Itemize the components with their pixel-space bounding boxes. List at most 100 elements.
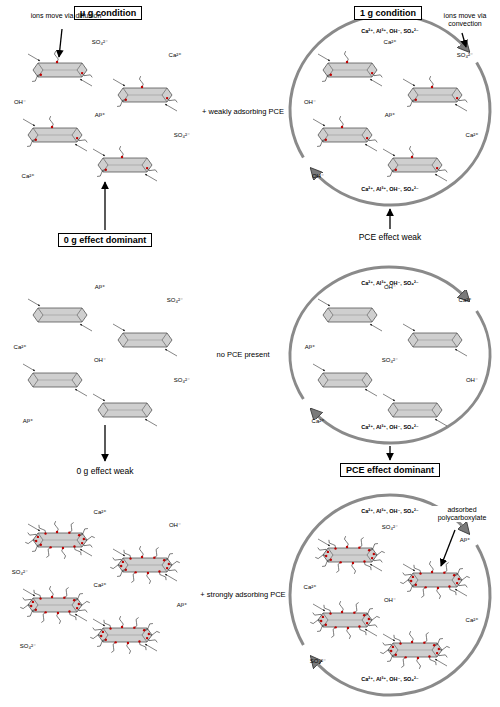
effect-text: 0 g effect weak [76, 467, 133, 477]
polymer-chain [372, 73, 382, 77]
polymer-chain [144, 624, 153, 631]
polymer-chain [367, 623, 377, 627]
anchor-group [458, 578, 460, 580]
hydrate-crystal [118, 558, 172, 572]
ion-label: OH⁻ [384, 284, 396, 291]
flow-arrow [389, 446, 390, 460]
polymer-chain [20, 605, 31, 609]
crystal-edge [108, 635, 142, 636]
ion-arrow [383, 149, 395, 156]
polymer-chain [117, 100, 126, 107]
ion-label: Ca²⁺ [466, 617, 479, 624]
crystal-edge [452, 88, 457, 102]
ion-label: Al³⁺ [23, 418, 34, 425]
particle-panel [290, 15, 490, 205]
anchor-group [44, 532, 46, 534]
polymer-chain [164, 554, 173, 561]
anchor-group [40, 544, 42, 546]
ion-label: SO₄²⁻ [20, 643, 36, 650]
label-box: 1 g condition [354, 6, 422, 21]
polymer-chain [354, 603, 358, 613]
hydrate-crystal [98, 628, 152, 642]
crystal-edge [162, 333, 167, 347]
ion-label: Al³⁺ [460, 537, 471, 544]
polymer-chain [367, 138, 377, 142]
polymer-chain [27, 610, 36, 617]
anchor-group [412, 576, 414, 578]
polymer-chain [46, 547, 50, 557]
anchor-group [68, 610, 70, 612]
polymer-chain [313, 613, 323, 617]
polymer-chain [352, 563, 356, 574]
hydrate-crystal [323, 63, 377, 77]
polymer-chain [69, 523, 73, 533]
ion-arrow [165, 574, 177, 581]
anchor-group [437, 587, 439, 589]
ion-arrow [28, 54, 40, 61]
anchor-group [148, 633, 150, 635]
polymer-chain [409, 146, 413, 157]
polymer-chain [113, 558, 123, 562]
anchor-group [121, 156, 123, 158]
anchor-group [366, 137, 368, 139]
ion-label: SO₄²⁻ [174, 377, 190, 384]
polymer-chain [64, 588, 68, 598]
ion-arrow [165, 104, 177, 111]
polymer-chain [119, 616, 123, 627]
anchor-group [424, 586, 426, 588]
ion-arrow [365, 629, 377, 636]
ion-label: Ca²⁺ [312, 418, 325, 425]
crystal-body [28, 373, 82, 387]
ion-arrow [383, 634, 395, 641]
ion-arrow [318, 539, 330, 546]
anchor-group [76, 137, 78, 139]
polymer-chain [437, 653, 447, 657]
crystal-edge [108, 165, 142, 166]
polymer-chain [318, 548, 328, 552]
ion-label: SO₄²⁻ [382, 524, 398, 531]
hydrate-crystal [28, 128, 82, 142]
anchor-group [44, 611, 46, 613]
polymer-chain [49, 116, 53, 127]
ion-arrow [455, 589, 467, 596]
hydrate-crystal [33, 533, 87, 547]
crystal-edge [333, 315, 367, 316]
anchor-group [438, 648, 440, 650]
crystal-edge [328, 308, 333, 322]
ion-label: Al³⁺ [385, 112, 396, 119]
crystal-body [318, 613, 372, 627]
crystal-edge [43, 315, 77, 316]
ion-arrow [435, 419, 447, 426]
anchor-group [443, 571, 445, 573]
polymer-chain [139, 546, 143, 557]
callout-text: ions move via convection [434, 12, 496, 28]
anchor-group [40, 74, 42, 76]
anchor-group [63, 596, 65, 598]
polymer-chain [104, 620, 111, 629]
polymer-chain [322, 75, 331, 82]
anchor-group [32, 601, 34, 603]
anchor-group [133, 626, 135, 628]
anchor-group [334, 547, 336, 549]
hydrate-crystal [118, 333, 172, 347]
anchor-group [339, 561, 341, 563]
ion-arrow [75, 614, 87, 621]
polymer-chain [394, 635, 401, 644]
anchor-group [368, 618, 370, 620]
polymer-chain [23, 598, 33, 602]
ion-label: OH⁻ [169, 522, 181, 529]
anchor-group [166, 567, 168, 569]
crystal-edge [108, 410, 142, 411]
leader-line [59, 29, 62, 57]
condition-text: + strongly adsorbing PCE [200, 591, 285, 600]
anchor-group [347, 627, 349, 629]
polymer-chain [374, 551, 385, 555]
ion-label: SO₄²⁻ [167, 297, 183, 304]
polymer-chain [79, 601, 90, 605]
polymer-chain [127, 643, 131, 654]
polymer-chain [344, 51, 348, 62]
ion-arrow [165, 349, 177, 356]
polymer-chain [459, 576, 470, 580]
anchor-group [73, 599, 75, 601]
ion-label: OH⁻ [14, 99, 26, 106]
